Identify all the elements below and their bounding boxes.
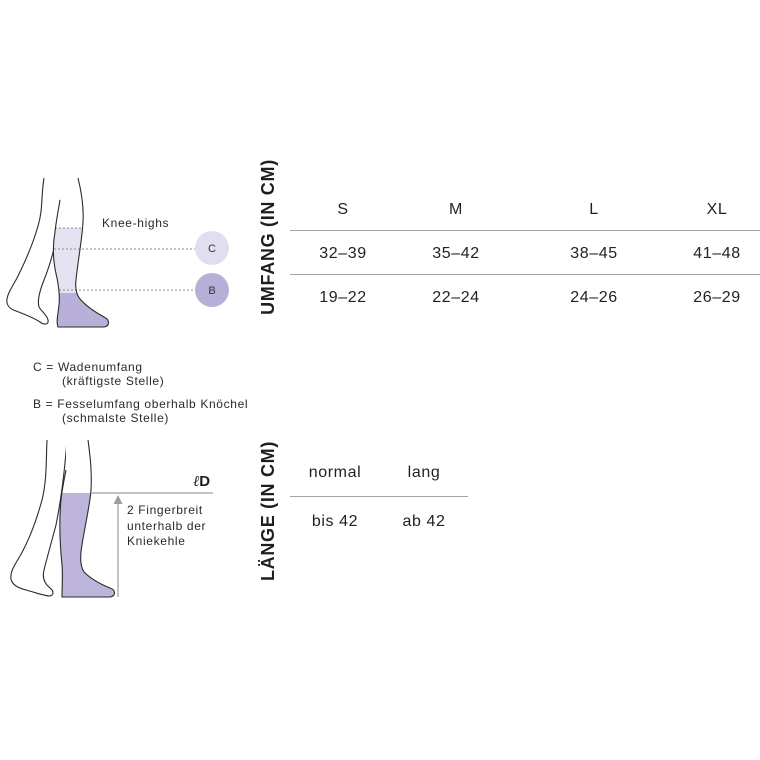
length-note-line: unterhalb der	[127, 519, 207, 533]
table-header-cell: XL	[706, 201, 728, 218]
table-header-cell: lang	[407, 464, 441, 481]
front-leg-outline	[52, 177, 110, 328]
arrow-up-icon	[113, 495, 123, 504]
table-rule	[290, 274, 760, 275]
table-cell: 24–26	[570, 289, 618, 306]
table-rule	[290, 230, 760, 231]
knee-highs-illustration: C B	[6, 177, 229, 328]
back-leg	[10, 439, 68, 597]
marker-b-letter: B	[208, 285, 215, 297]
marker-c: C	[195, 231, 229, 265]
legend-detail-c: (kräftigste Stelle)	[62, 374, 165, 388]
length-illustration	[10, 439, 213, 598]
marker-c-circle	[195, 231, 229, 265]
marker-c-letter: C	[208, 243, 216, 255]
legend-detail-b: (schmalste Stelle)	[62, 411, 170, 425]
back-leg	[6, 177, 62, 325]
table-cell: 19–22	[319, 289, 367, 306]
table-cell: 35–42	[432, 245, 480, 262]
table-header-cell: normal	[308, 464, 362, 481]
table-cell: 22–24	[432, 289, 480, 306]
length-note-line: Kniekehle	[127, 534, 186, 548]
legend-term-b: B = Fesselumfang oberhalb Knöchel	[33, 397, 249, 411]
table-cell: 38–45	[570, 245, 618, 262]
laenge-title: LÄNGE (IN CM)	[258, 440, 278, 582]
legend-term-c: C = Wadenumfang	[33, 360, 143, 374]
table-cell: 41–48	[693, 245, 741, 262]
table-rule	[290, 496, 468, 497]
marker-b: B	[195, 273, 229, 307]
table-cell: ab 42	[402, 513, 446, 530]
knee-highs-label: Knee-highs	[102, 216, 170, 230]
table-cell: 32–39	[319, 245, 367, 262]
table-cell: bis 42	[311, 513, 359, 530]
length-measure-label: ℓD	[193, 472, 210, 490]
table-header-cell: S	[337, 201, 349, 218]
length-note-line: 2 Fingerbreit	[127, 503, 203, 517]
table-cell: 26–29	[693, 289, 741, 306]
marker-b-circle	[195, 273, 229, 307]
umfang-title: UMFANG (IN CM)	[258, 159, 278, 315]
length-letter: D	[199, 473, 211, 490]
length-symbol: ℓ	[193, 472, 200, 490]
table-header-cell: L	[589, 201, 599, 218]
front-leg-outline	[59, 439, 116, 598]
table-header-cell: M	[449, 201, 463, 218]
